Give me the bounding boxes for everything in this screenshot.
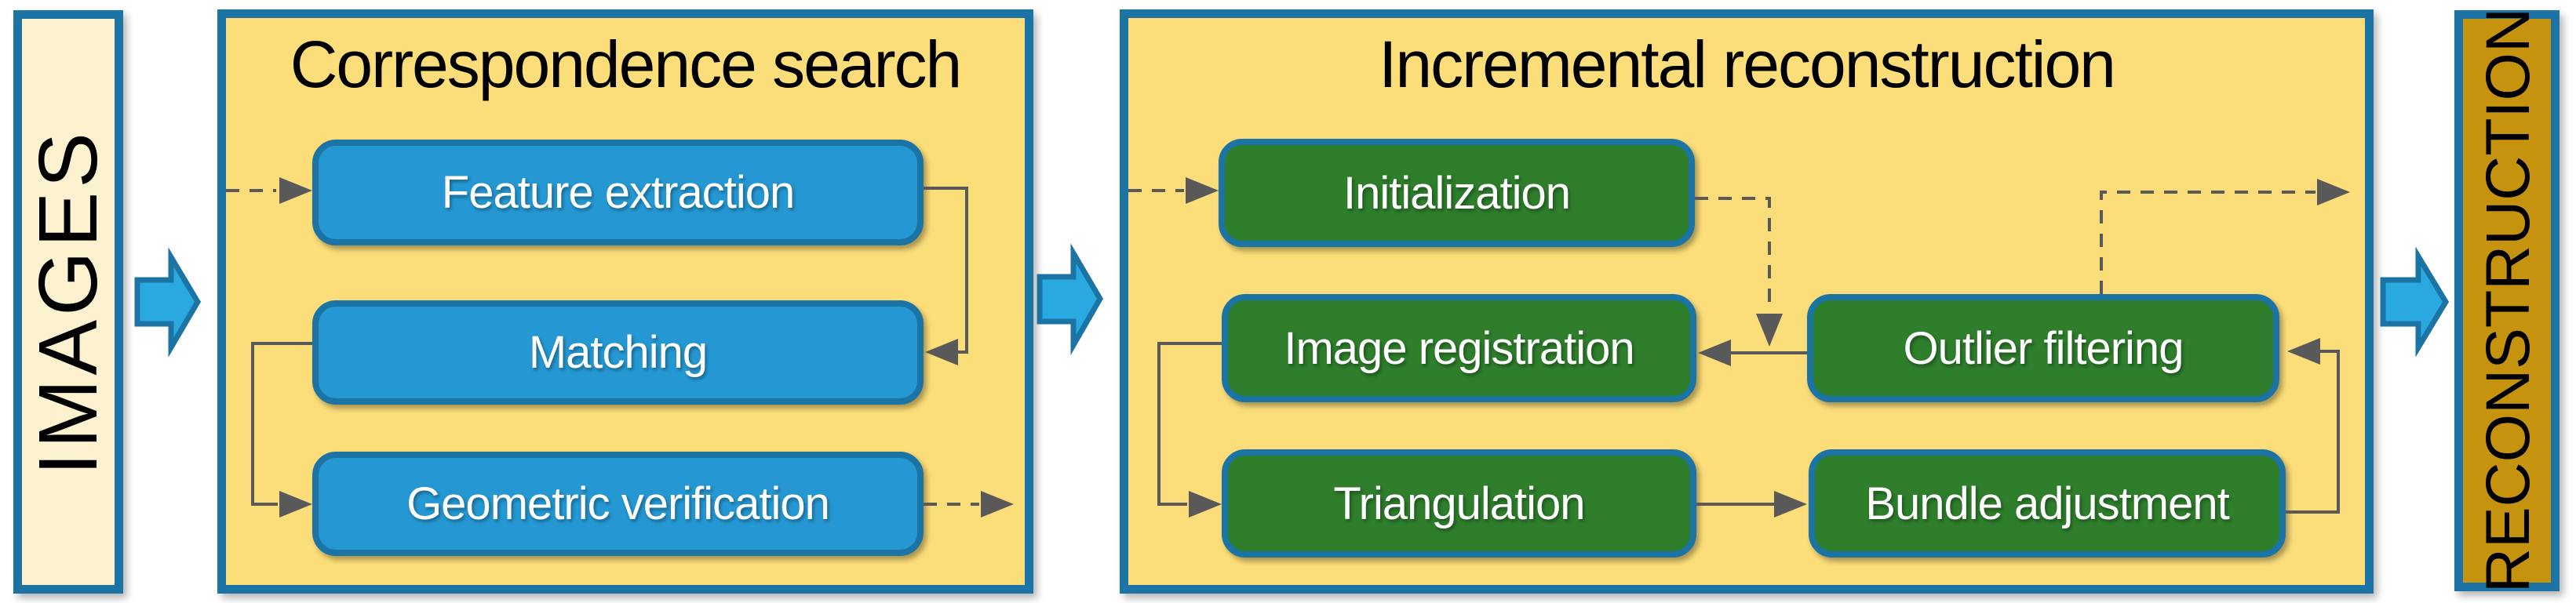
flow-arrow-correspondence-to-incremental [1037, 243, 1104, 356]
step-geometric-verification: Geometric verification [312, 452, 924, 556]
step-bundle-adjustment: Bundle adjustment [1809, 449, 2286, 558]
step-triangulation: Triangulation [1222, 449, 1696, 558]
step-matching: Matching [312, 300, 924, 405]
stage2-title: Incremental reconstruction [1379, 27, 2116, 101]
stage1-title: Correspondence search [290, 27, 963, 101]
flow-arrow-incremental-to-reconstruction [2380, 246, 2450, 358]
images-input-box: IMAGES [13, 10, 123, 594]
reconstruction-label: RECONSTRUCTION [2472, 8, 2542, 594]
step-outlier-filtering: Outlier filtering [1807, 294, 2279, 402]
step-image-registration: Image registration [1222, 294, 1696, 402]
flow-arrow-images-to-correspondence [134, 247, 202, 358]
step-feature-extraction: Feature extraction [312, 140, 924, 245]
step-initialization: Initialization [1219, 139, 1695, 247]
images-label: IMAGES [22, 128, 115, 476]
reconstruction-output-box: RECONSTRUCTION [2454, 8, 2560, 594]
